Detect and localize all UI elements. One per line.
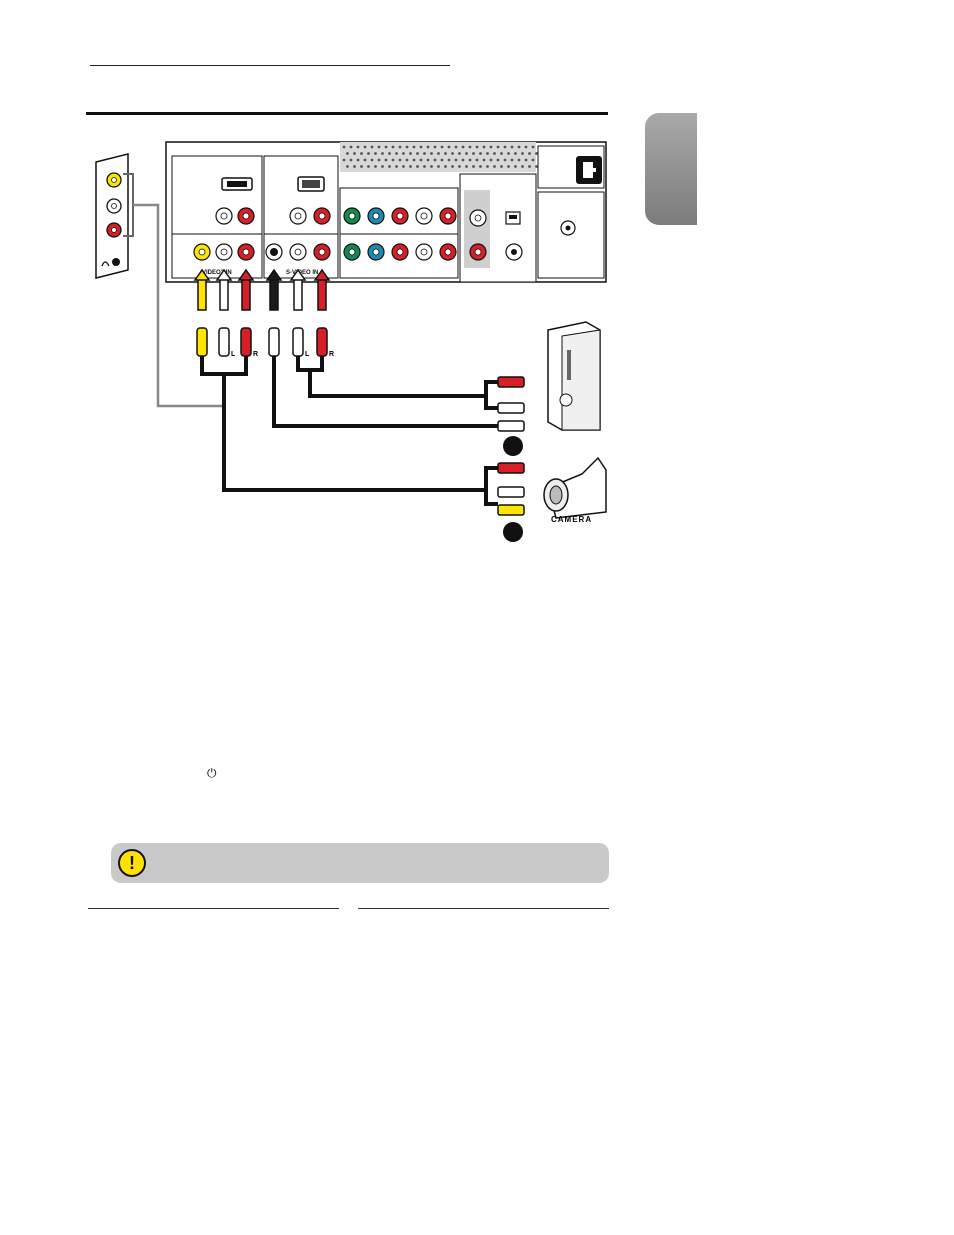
warning-box: ! [111,843,609,883]
connection-diagram: VIDEO2 IN S-VIDEO IN L R L R [86,130,616,560]
power-connector-icon [576,156,602,184]
caution-icon: ! [118,849,146,877]
camera-label: CAMERA [551,515,592,524]
column-rule-left [88,908,339,909]
language-tab [645,113,697,225]
side-panel [96,154,133,278]
composite-plugs: L R [197,328,258,358]
right-audio-label: R [253,351,258,358]
header-rule [90,65,450,66]
right-audio-label-2: R [329,351,334,358]
game-console-icon [548,322,600,430]
power-icon: ⏻ [207,767,217,779]
svideo-audio-plugs: L R [269,328,334,358]
console-plugs [498,377,524,456]
section-rule [86,112,608,115]
step-marker-2 [503,522,523,542]
left-audio-label-2: L [305,351,310,358]
camera-plugs [498,463,524,542]
camcorder-icon: CAMERA [544,458,606,524]
step-marker-1 [503,436,523,456]
rear-panel: VIDEO2 IN S-VIDEO IN [166,142,606,282]
column-rule-right [358,908,609,909]
cables [202,356,498,504]
left-audio-label: L [231,351,236,358]
